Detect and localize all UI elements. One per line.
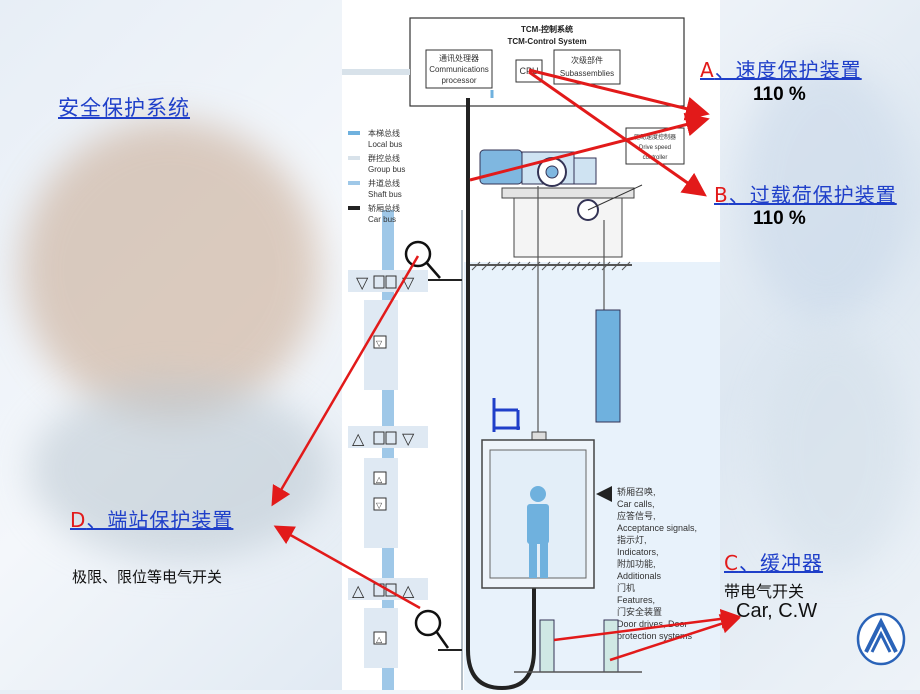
callout-c-subject: Car, C.W	[736, 600, 818, 622]
control-title-en: TCM-Control System	[507, 37, 586, 46]
brake-unit	[573, 157, 597, 185]
callout-letter: D	[70, 508, 87, 532]
machine-base	[501, 187, 635, 199]
down-arrow-icon: ▽	[402, 431, 415, 448]
arrow-d-upper	[271, 255, 420, 507]
sub-box-line: Subassemblies	[560, 69, 614, 78]
counterweight	[595, 309, 621, 423]
legend-cn: 井道总线	[368, 178, 400, 188]
callout-text: 、端站保护装置	[86, 508, 234, 532]
car-bus-cable	[466, 98, 536, 691]
drive-box-line: Drive speed	[639, 145, 671, 151]
callout-c-note: 带电气开关	[724, 582, 805, 601]
callout-b-value: 110 %	[753, 208, 806, 229]
hall-button-down	[373, 497, 387, 511]
comm-box-line: 通讯处理器	[439, 53, 479, 63]
lower-limit-switch	[414, 609, 442, 637]
hall-button-up	[373, 471, 387, 485]
background-blob	[740, 60, 910, 320]
up-arrow-icon: △	[352, 583, 365, 600]
car-desc-line: Door drives, Door	[617, 619, 688, 629]
callout-d-terminal-protection[interactable]: D、端站保护装置	[70, 504, 233, 533]
background-blob	[760, 330, 910, 570]
sub-box-line: 次级部件	[571, 55, 603, 65]
car-desc-line: 门机	[617, 582, 635, 593]
comm-box-line: Communications	[429, 65, 489, 74]
car-desc-line: 指示灯,	[617, 534, 647, 545]
car-desc-line: 附加功能,	[617, 558, 656, 569]
svg-text:▽: ▽	[376, 339, 383, 348]
svg-text:▽: ▽	[376, 501, 383, 510]
car-desc-line: 轿厢召唤,	[617, 486, 656, 497]
hall-button-up	[373, 631, 387, 645]
car-desc-line: Acceptance signals,	[617, 523, 697, 533]
arrow-b-overload	[528, 70, 707, 197]
callout-letter: C	[724, 551, 739, 575]
upper-limit-switch	[404, 240, 432, 268]
legend-cn: 本梯总线	[368, 128, 400, 138]
callout-text: 、过载荷保护装置	[728, 183, 897, 207]
arrow-d-lower	[273, 525, 421, 610]
callout-letter: A	[700, 58, 715, 82]
callout-c-buffer[interactable]: C、缓冲器	[724, 547, 823, 576]
callout-text: 、缓冲器	[738, 551, 823, 575]
floor-panel-middle: △ ▽	[348, 426, 428, 448]
legend-en: Car bus	[368, 215, 396, 224]
car-desc-line: Indicators,	[617, 547, 659, 557]
bus-legend: 本梯总线 Local bus 群控总线 Group bus 井道总线 Shaft…	[348, 128, 405, 224]
svg-text:△: △	[376, 475, 383, 484]
pointer-triangle-icon	[596, 486, 612, 502]
legend-en: Shaft bus	[368, 190, 402, 199]
thyssenkrupp-logo-icon	[856, 612, 906, 666]
callout-a-value: 110 %	[753, 84, 806, 105]
car-desc-line: 门安全装置	[617, 606, 662, 617]
up-arrow-icon: △	[402, 583, 415, 600]
car-desc-line: Car calls,	[617, 499, 655, 509]
passenger-icon	[527, 486, 549, 578]
arrow-a-speed-2	[469, 112, 710, 182]
callout-text: 、速度保护装置	[714, 58, 862, 82]
car-desc-line: 应答信号,	[617, 510, 656, 521]
car-desc-line: Features,	[617, 595, 655, 605]
arrow-a-speed	[528, 68, 710, 121]
elevator-diagram: TCM-控制系统 TCM-Control System 通讯处理器 Commun…	[342, 0, 720, 691]
slide-title[interactable]: 安全保护系统	[58, 96, 190, 120]
legend-cn: 群控总线	[368, 153, 400, 163]
safety-gear-icon	[492, 398, 520, 432]
legend-cn: 轿厢总线	[368, 203, 400, 213]
arrow-c-car	[553, 608, 741, 642]
legend-en: Group bus	[368, 165, 405, 174]
arrow-c-cw	[609, 614, 741, 662]
comm-box-line: processor	[441, 76, 476, 85]
comm-processor-box	[425, 49, 493, 89]
hall-button-down	[373, 335, 387, 349]
callout-d-note: 极限、限位等电气开关	[72, 568, 223, 586]
control-title-cn: TCM-控制系统	[521, 24, 573, 34]
up-arrow-icon: △	[352, 431, 365, 448]
callout-a-speed-protection[interactable]: A、速度保护装置	[700, 54, 862, 83]
background-blob	[20, 120, 320, 420]
down-arrow-icon: ▽	[356, 275, 369, 292]
callout-letter: B	[714, 183, 729, 207]
legend-en: Local bus	[368, 140, 402, 149]
svg-text:△: △	[376, 635, 383, 644]
drive-box-line: controller	[643, 155, 668, 161]
car-desc-line: Additionals	[617, 571, 662, 581]
car-desc-line: protection systems	[617, 631, 693, 641]
drive-box-line: 驱动速度控制器	[634, 133, 676, 141]
callout-b-overload-protection[interactable]: B、过载荷保护装置	[714, 179, 897, 208]
